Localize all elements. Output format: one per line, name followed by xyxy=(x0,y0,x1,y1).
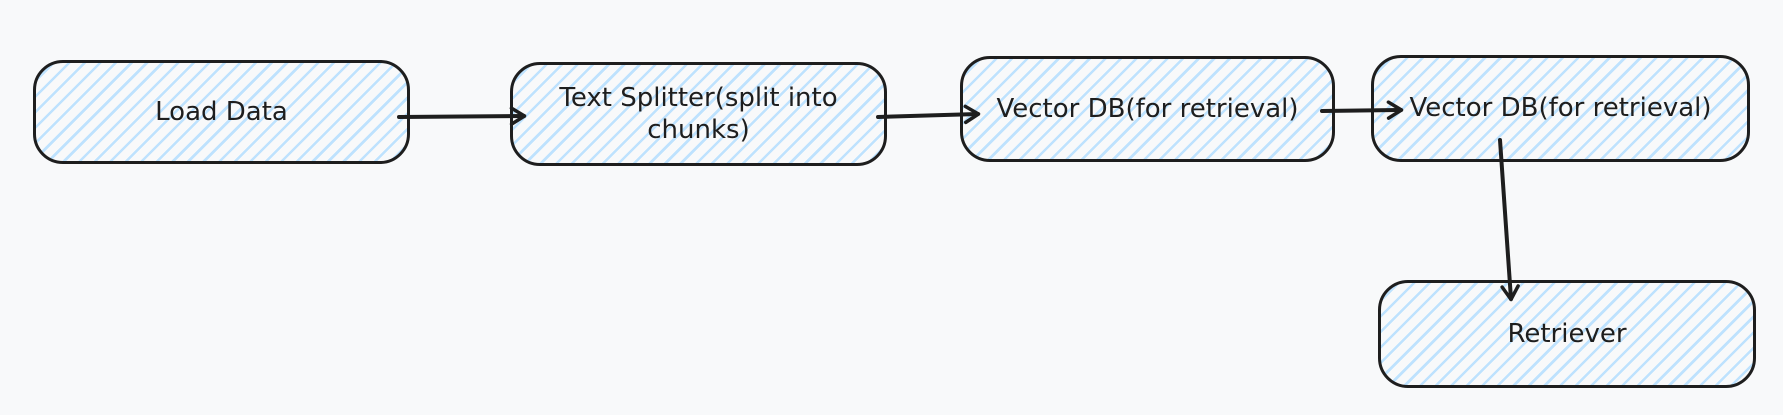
node-text-splitter: Text Splitter(split into chunks) xyxy=(510,62,887,166)
node-load-data: Load Data xyxy=(33,60,410,164)
node-vector-db-2: Vector DB(for retrieval) xyxy=(1371,55,1750,162)
node-label: Vector DB(for retrieval) xyxy=(996,93,1299,124)
edge-vectordb2-to-retriever xyxy=(1498,138,1520,302)
node-retriever: Retriever xyxy=(1378,280,1756,388)
edge-load-to-splitter xyxy=(397,106,527,126)
node-label: Load Data xyxy=(155,96,288,127)
node-vector-db-1: Vector DB(for retrieval) xyxy=(960,56,1335,162)
node-label: Text Splitter(split into chunks) xyxy=(559,82,838,146)
node-label: Retriever xyxy=(1507,318,1627,349)
node-label: Vector DB(for retrieval) xyxy=(1409,93,1712,124)
